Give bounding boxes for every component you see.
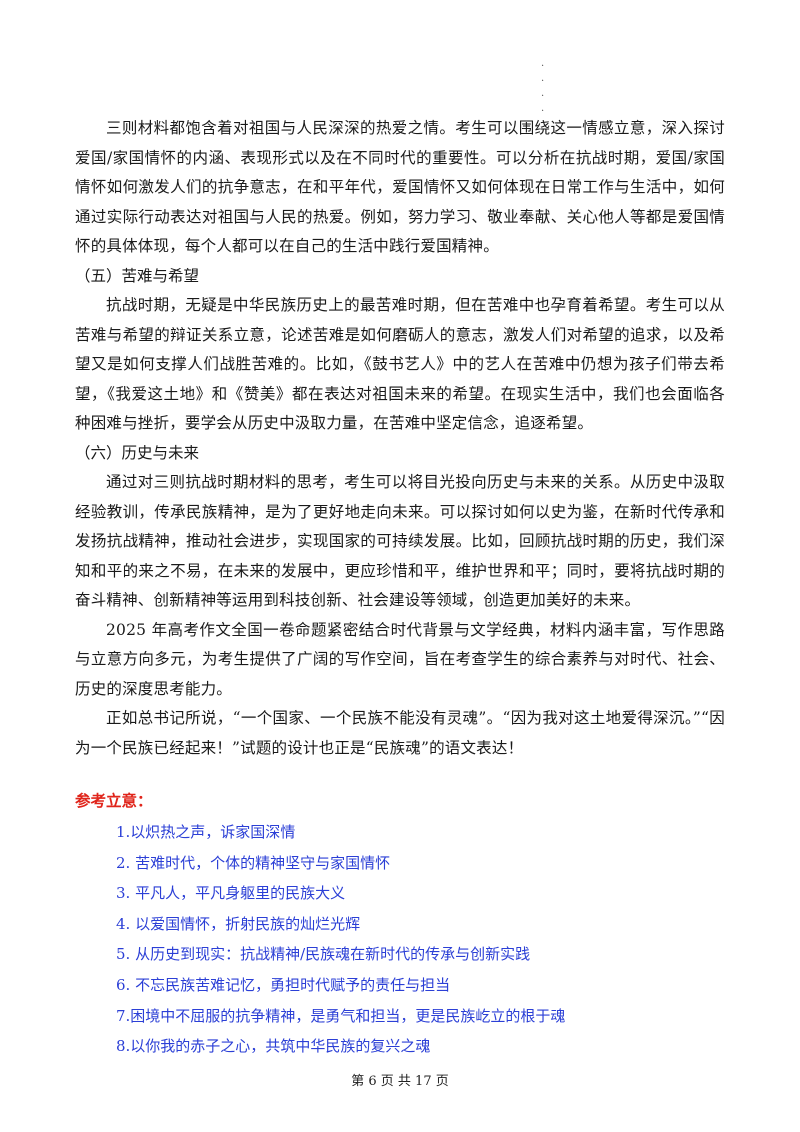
- paragraph-summary: 2025 年高考作文全国一卷命题紧密结合时代背景与文学经典，材料内涵丰富，写作思…: [75, 620, 725, 698]
- section-heading-hardship-hope: （五）苦难与希望: [75, 266, 200, 285]
- paragraph-patriotism: 三则材料都饱含着对祖国与人民深深的热爱之情。考生可以围绕这一情感立意，深入探讨爱…: [75, 119, 725, 255]
- reference-item: 6. 不忘民族苦难记忆，勇担时代赋予的责任与担当: [116, 975, 451, 994]
- reference-item: 5. 从历史到现实：抗战精神/民族魂在新时代的传承与创新实践: [116, 945, 531, 964]
- paragraph-history-future: 通过对三则抗战时期材料的思考，考生可以将目光投向历史与未来的关系。从历史中汲取经…: [75, 473, 725, 609]
- reference-item: 8.以你我的赤子之心，共筑中华民族的复兴之魂: [116, 1037, 431, 1056]
- reference-item: 7.困境中不屈服的抗争精神，是勇气和担当，更是民族屹立的根于魂: [116, 1006, 566, 1025]
- reference-item: 3. 平凡人，平凡身躯里的民族大义: [116, 884, 346, 903]
- reference-item: 4. 以爱国情怀，折射民族的灿烂光辉: [116, 914, 361, 933]
- page-footer: 第 6 页 共 17 页: [351, 1074, 449, 1089]
- dot: .: [541, 58, 545, 69]
- section-heading-history-future: （六）历史与未来: [75, 443, 200, 462]
- decorative-dots: . . . .: [541, 56, 547, 116]
- reference-item: 1.以炽热之声，诉家国深情: [116, 823, 296, 841]
- dot: .: [541, 73, 545, 84]
- reference-item: 2. 苦难时代，个体的精神坚守与家国情怀: [116, 853, 391, 872]
- paragraph-conclusion: 正如总书记所说，“一个国家、一个民族不能没有灵魂”。“因为我对这土地爱得深沉。”…: [75, 709, 725, 757]
- dot: .: [541, 103, 545, 114]
- dot: .: [541, 88, 545, 99]
- document-body: 三则材料都饱含着对祖国与人民深深的热爱之情。考生可以围绕这一情感立意，深入探讨爱…: [75, 114, 725, 763]
- paragraph-hardship-hope: 抗战时期，无疑是中华民族历史上的最苦难时期，但在苦难中也孕育着希望。考生可以从苦…: [75, 296, 725, 432]
- reference-list: 1.以炽热之声，诉家国深情 2. 苦难时代，个体的精神坚守与家国情怀 3. 平凡…: [116, 817, 565, 1062]
- reference-title: 参考立意：: [75, 791, 153, 810]
